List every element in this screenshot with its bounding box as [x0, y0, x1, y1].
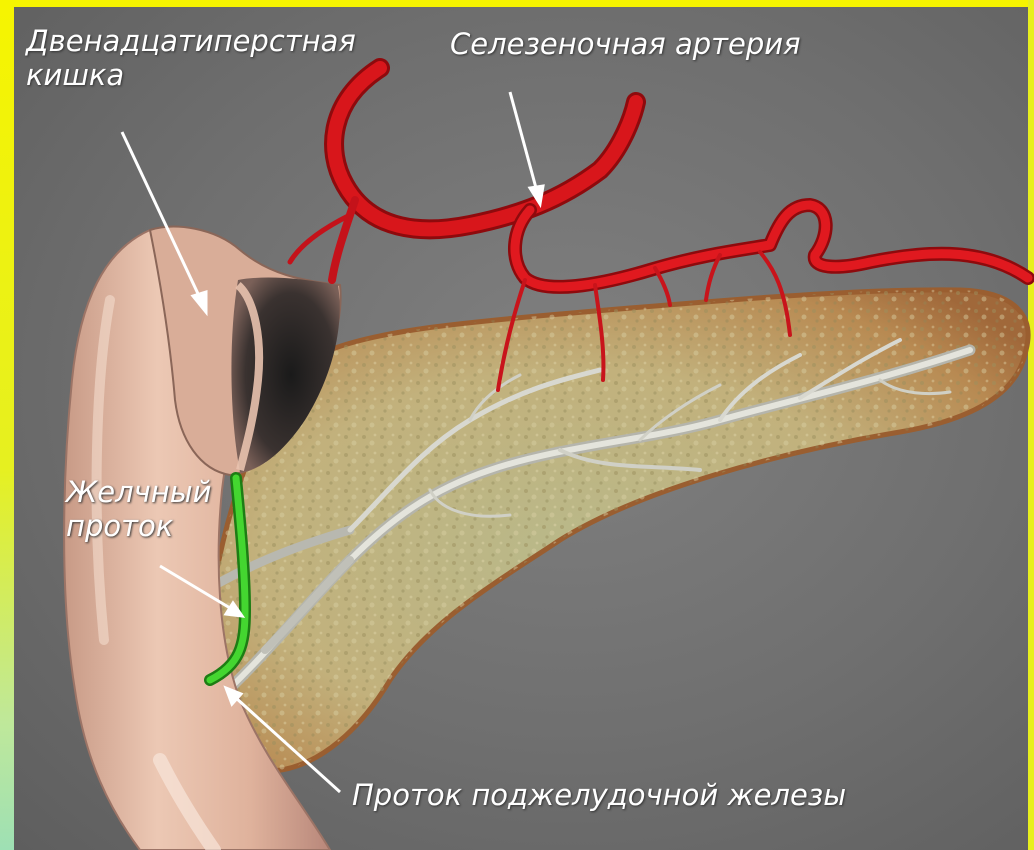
label-bile-duct: Желчный проток: [66, 475, 236, 543]
label-splenic-artery: Селезеночная артерия: [450, 27, 801, 61]
label-pancreatic-duct: Проток поджелудочной железы: [352, 778, 846, 812]
arrow-splenic: [510, 92, 536, 188]
label-duodenum: Двенадцатиперстная кишка: [26, 24, 386, 92]
